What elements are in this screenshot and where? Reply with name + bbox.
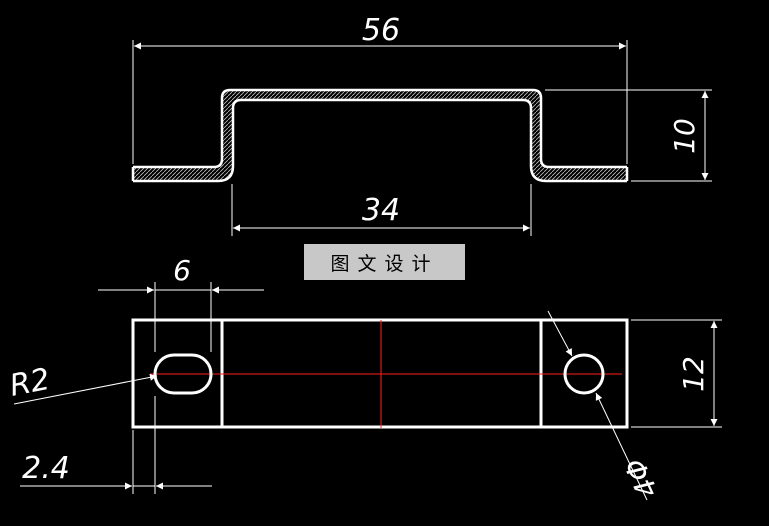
dimension-label: 4Φ: [618, 453, 665, 503]
dimension-56: 56: [132, 13, 628, 164]
leader-line: [595, 392, 648, 501]
plan-outline: [131, 318, 629, 429]
watermark-label: 图文设计: [304, 244, 465, 280]
plan-view: [131, 318, 629, 429]
dimension-label: 34: [362, 193, 400, 228]
dimension-label: R2: [7, 362, 53, 404]
dimension-label: 6: [173, 254, 191, 287]
dimension-hole-diameter: 4Φ: [547, 310, 665, 503]
dimension-2-4: 2.4: [20, 396, 212, 494]
dimension-label: 12: [677, 356, 710, 392]
leader-line: [13, 373, 158, 405]
profile-outer-edge: [133, 88, 627, 169]
round-hole: [563, 353, 605, 395]
profile-inner-edge: [133, 98, 627, 183]
dimension-34: 34: [231, 184, 532, 236]
dimension-label: 56: [362, 13, 400, 48]
dimension-10: 10: [545, 89, 712, 182]
dimension-6: 6: [98, 254, 264, 352]
profile-view: [131, 88, 629, 183]
leader-line: [547, 310, 573, 357]
dimension-12: 12: [631, 319, 722, 428]
dimension-label: 2.4: [22, 451, 70, 486]
dimension-r2: R2: [7, 362, 158, 405]
dimension-label: 10: [668, 118, 701, 154]
